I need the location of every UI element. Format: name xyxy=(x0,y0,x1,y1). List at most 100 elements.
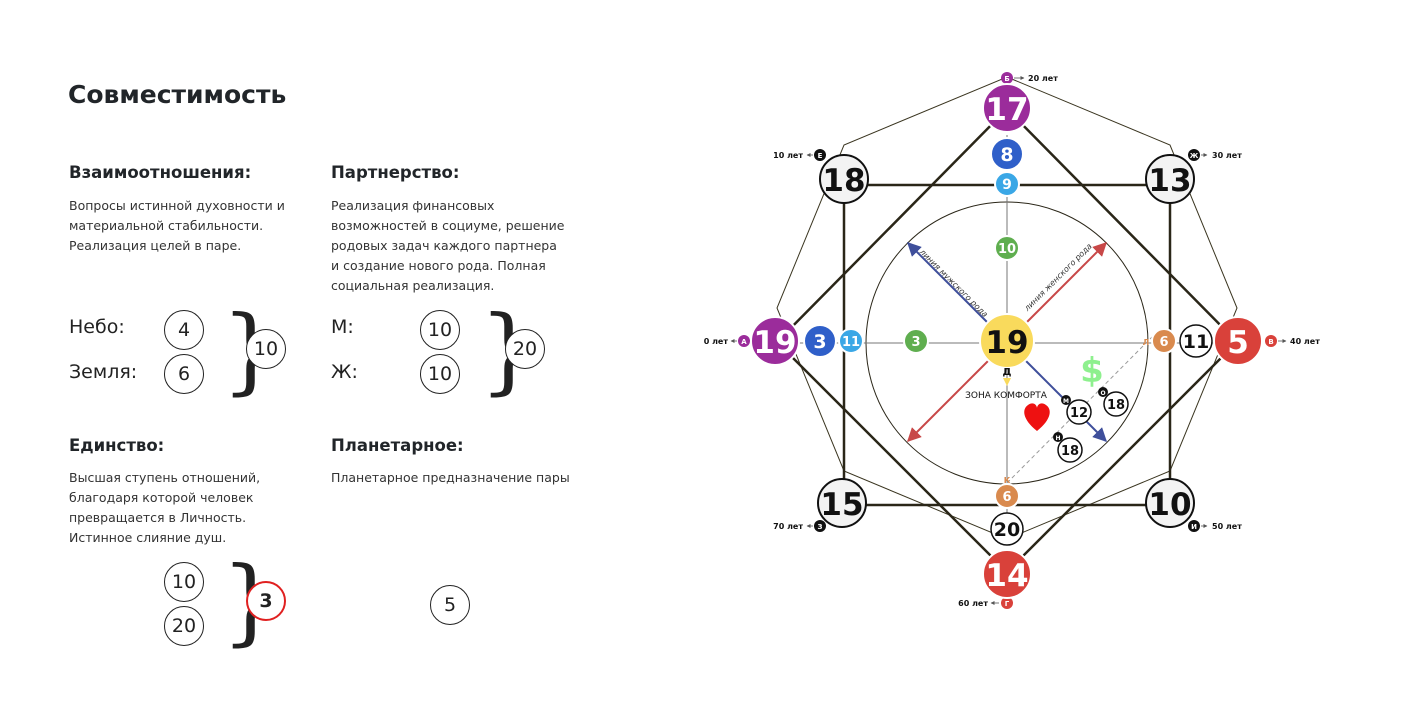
right-inner-letter: Л xyxy=(1143,338,1150,347)
svg-text:13: 13 xyxy=(1148,163,1191,199)
age-marker-top: Б 20 лет xyxy=(1001,72,1058,84)
svg-text:18: 18 xyxy=(1061,444,1079,459)
bottom-inner-letter: К xyxy=(1004,476,1011,485)
node-right-mid: 11 xyxy=(1179,324,1213,358)
svg-text:В: В xyxy=(1268,338,1273,346)
svg-text:Н: Н xyxy=(1055,435,1060,442)
partnership-result-circle: 20 xyxy=(505,329,545,369)
svg-text:0 лет: 0 лет xyxy=(704,337,729,346)
svg-text:Б: Б xyxy=(1004,75,1009,83)
unity-description: Высшая ступень отношений, благодаря кото… xyxy=(69,470,261,545)
svg-text:И: И xyxy=(1191,523,1197,531)
svg-text:10: 10 xyxy=(1148,487,1191,523)
svg-text:11: 11 xyxy=(842,335,860,350)
node-center: 19 xyxy=(979,313,1035,369)
svg-text:10: 10 xyxy=(998,242,1016,257)
partnership-description: Реализация финансовых возможностей в соц… xyxy=(331,198,565,293)
svg-text:15: 15 xyxy=(820,487,863,523)
earth-label: Земля: xyxy=(69,361,138,383)
age-marker-bottom-right: И 50 лет xyxy=(1188,520,1242,532)
node-horizontal-mid: 3 xyxy=(903,328,929,354)
female-line-label: линия женского рода xyxy=(1022,242,1094,314)
node-top-outer: 17 xyxy=(982,83,1032,133)
center-pointer xyxy=(1003,378,1011,386)
svg-text:18: 18 xyxy=(1107,398,1125,413)
f-label: Ж: xyxy=(331,361,358,383)
money-line xyxy=(1006,336,1153,484)
unity-result-circle: 3 xyxy=(246,581,286,621)
planetary-value-circle: 5 xyxy=(430,585,470,625)
svg-text:А: А xyxy=(741,338,747,346)
male-line-label: линия мужского рода xyxy=(917,247,989,319)
svg-text:30 лет: 30 лет xyxy=(1212,151,1242,160)
node-money-n: 18 Н xyxy=(1053,432,1083,463)
node-bottom-outer: 14 xyxy=(982,549,1032,599)
svg-text:6: 6 xyxy=(1002,490,1011,505)
planetary-title: Планетарное: xyxy=(331,436,464,455)
age-marker-right: В 40 лет xyxy=(1265,335,1320,347)
f-value-circle: 10 xyxy=(420,354,460,394)
svg-text:10 лет: 10 лет xyxy=(773,151,803,160)
node-left-outer: 19 xyxy=(750,316,800,366)
compatibility-matrix-diagram: линия мужского рода линия женского рода … xyxy=(704,72,1320,609)
node-vertical-mid: 10 xyxy=(994,235,1020,261)
svg-text:М: М xyxy=(1063,398,1069,405)
relationships-description: Вопросы истинной духовности и материальн… xyxy=(69,198,285,253)
relationships-title: Взаимоотношения: xyxy=(69,163,252,182)
female-line-arrow-down xyxy=(907,356,993,442)
svg-text:3: 3 xyxy=(911,335,920,350)
svg-text:20: 20 xyxy=(994,519,1020,541)
svg-text:70 лет: 70 лет xyxy=(773,522,803,531)
node-bottom-right: 10 xyxy=(1145,478,1195,528)
svg-text:3: 3 xyxy=(813,331,826,353)
node-bottom-mid: 20 xyxy=(990,512,1024,546)
relationships-result-circle: 10 xyxy=(246,329,286,369)
svg-text:19: 19 xyxy=(985,325,1028,361)
center-letter: Д xyxy=(1003,367,1012,378)
svg-text:6: 6 xyxy=(1159,335,1168,350)
svg-text:5: 5 xyxy=(1227,325,1249,361)
page-title: Совместимость xyxy=(68,80,287,109)
node-bottom-left: 15 xyxy=(817,478,867,528)
dollar-icon: $ xyxy=(1080,351,1104,391)
svg-text:20 лет: 20 лет xyxy=(1028,74,1058,83)
age-marker-top-left: Е 10 лет xyxy=(773,149,826,161)
node-left-inner: 11 xyxy=(838,328,864,354)
unity-bottom-circle: 20 xyxy=(164,606,204,646)
svg-text:8: 8 xyxy=(1000,144,1013,166)
m-value-circle: 10 xyxy=(420,310,460,350)
svg-text:18: 18 xyxy=(822,163,865,199)
node-top-mid: 8 xyxy=(990,137,1024,171)
sky-label: Небо: xyxy=(69,316,125,338)
node-bottom-inner: 6 xyxy=(994,483,1020,509)
svg-text:9: 9 xyxy=(1002,177,1012,193)
svg-text:О: О xyxy=(1100,390,1105,397)
age-marker-bottom: Г 60 лет xyxy=(958,597,1013,609)
sky-value-circle: 4 xyxy=(164,310,204,350)
svg-text:50 лет: 50 лет xyxy=(1212,522,1242,531)
svg-text:Г: Г xyxy=(1005,600,1010,608)
male-line-arrow-up xyxy=(907,242,993,328)
svg-text:12: 12 xyxy=(1070,406,1088,421)
age-marker-bottom-left: З 70 лет xyxy=(773,520,826,532)
earth-value-circle: 6 xyxy=(164,354,204,394)
planetary-description: Планетарное предназначение пары xyxy=(331,470,570,485)
node-left-mid: 3 xyxy=(803,324,837,358)
unity-top-circle: 10 xyxy=(164,562,204,602)
node-money-m: 12 М xyxy=(1061,395,1092,425)
svg-text:14: 14 xyxy=(985,558,1028,594)
svg-text:40 лет: 40 лет xyxy=(1290,337,1320,346)
svg-text:З: З xyxy=(818,523,823,531)
heart-icon xyxy=(1024,403,1050,431)
svg-text:19: 19 xyxy=(753,325,796,361)
node-top-right: 13 xyxy=(1145,154,1195,204)
svg-text:11: 11 xyxy=(1183,331,1209,353)
svg-text:Е: Е xyxy=(818,152,823,160)
node-right-inner: 6 xyxy=(1151,328,1177,354)
node-right-outer: 5 xyxy=(1213,316,1263,366)
svg-text:17: 17 xyxy=(985,92,1028,128)
m-label: М: xyxy=(331,316,354,338)
age-marker-top-right: Ж 30 лет xyxy=(1188,149,1242,161)
partnership-title: Партнерство: xyxy=(331,163,460,182)
svg-text:Ж: Ж xyxy=(1190,152,1199,160)
